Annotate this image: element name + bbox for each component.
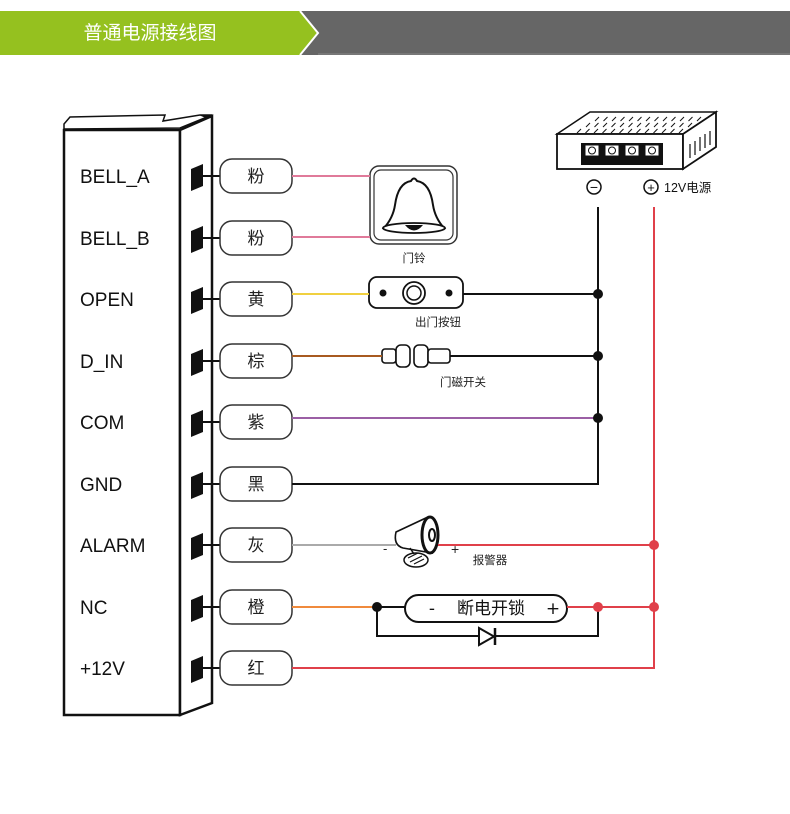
doorbell-label: 门铃	[403, 251, 426, 265]
terminal-row-nc: NC 橙	[80, 589, 293, 625]
alarm-minus: -	[383, 541, 387, 556]
wire-color-label: 灰	[248, 536, 265, 556]
alarm-plus: +	[451, 541, 459, 557]
terminal-connector-icon	[191, 164, 203, 191]
power-supply-device	[554, 110, 719, 171]
wire-color-label: 橙	[248, 598, 265, 618]
alarm-label: 报警器	[473, 553, 508, 567]
negative-bus	[292, 207, 599, 485]
negative-symbol: −	[590, 179, 598, 195]
positive-symbol: +	[647, 180, 655, 195]
terminal-row-bella: BELL_A 粉	[80, 158, 293, 194]
exit-button-label: 出门按钮	[415, 315, 461, 329]
wire-color-label: 粉	[248, 229, 265, 249]
junctions	[372, 289, 659, 612]
terminal-row-open: OPEN 黄	[80, 281, 293, 317]
wire-color-label: 红	[248, 659, 265, 679]
terminal-row-bellb: BELL_B 粉	[80, 220, 293, 256]
electric-lock-device	[404, 594, 568, 623]
alarm-siren-device	[394, 515, 440, 568]
doorbell-device	[369, 165, 458, 245]
lock-minus: -	[429, 599, 435, 619]
terminal-connector-icon	[191, 287, 203, 314]
positive-terminal-icon	[643, 179, 659, 195]
terminal-row-12v: +12V 红	[80, 650, 293, 686]
pin-label: COM	[80, 413, 124, 434]
terminal-connector-icon	[191, 410, 203, 437]
power-supply-label: 12V电源	[664, 181, 712, 195]
lock-plus: +	[546, 599, 560, 619]
header-bar-accent	[0, 11, 318, 55]
negative-terminal-icon	[586, 179, 602, 195]
wire-color-label: 粉	[248, 167, 265, 187]
terminal-row-din: D_IN 棕	[80, 343, 293, 379]
controller-module	[62, 114, 214, 717]
pin-label: +12V	[80, 659, 125, 680]
positive-bus	[292, 207, 655, 669]
wire-color-label: 紫	[248, 413, 265, 433]
terminal-row-com: COM 紫	[80, 404, 293, 440]
pin-label: D_IN	[80, 352, 123, 373]
terminal-connector-icon	[191, 595, 203, 622]
pin-label: GND	[80, 475, 122, 496]
wire-color-tag	[219, 404, 293, 440]
pin-label: BELL_B	[80, 229, 150, 250]
pin-label: NC	[80, 598, 107, 619]
bell-icon	[381, 177, 447, 229]
door-sensor-device	[381, 344, 451, 368]
lock-loop	[292, 606, 654, 637]
header-banner	[0, 11, 790, 55]
terminal-connector-icon	[191, 533, 203, 560]
wire-color-label: 黄	[248, 290, 265, 310]
terminal-connector-icon	[191, 656, 203, 683]
terminal-connector-icon	[191, 472, 203, 499]
terminal-connector-icon	[191, 226, 203, 253]
exit-button-device	[368, 276, 464, 309]
pin-label: BELL_A	[80, 167, 150, 188]
terminal-row-alarm: ALARM 灰	[80, 527, 293, 563]
header-bar-dark	[300, 11, 790, 55]
header-chevron	[299, 11, 320, 55]
door-sensor-label: 门磁开关	[440, 375, 486, 389]
wire-color-label: 黑	[248, 475, 265, 495]
lock-label: 断电开锁	[457, 599, 525, 619]
terminal-connector-icon	[191, 349, 203, 376]
pin-label: OPEN	[80, 290, 134, 311]
wire-color-tag	[219, 343, 293, 379]
wire-color-tag	[219, 281, 293, 317]
page-title: 普通电源接线图	[83, 22, 217, 44]
wire-color-label: 棕	[248, 352, 265, 372]
pin-label: ALARM	[80, 536, 145, 557]
diode-icon	[478, 626, 497, 647]
